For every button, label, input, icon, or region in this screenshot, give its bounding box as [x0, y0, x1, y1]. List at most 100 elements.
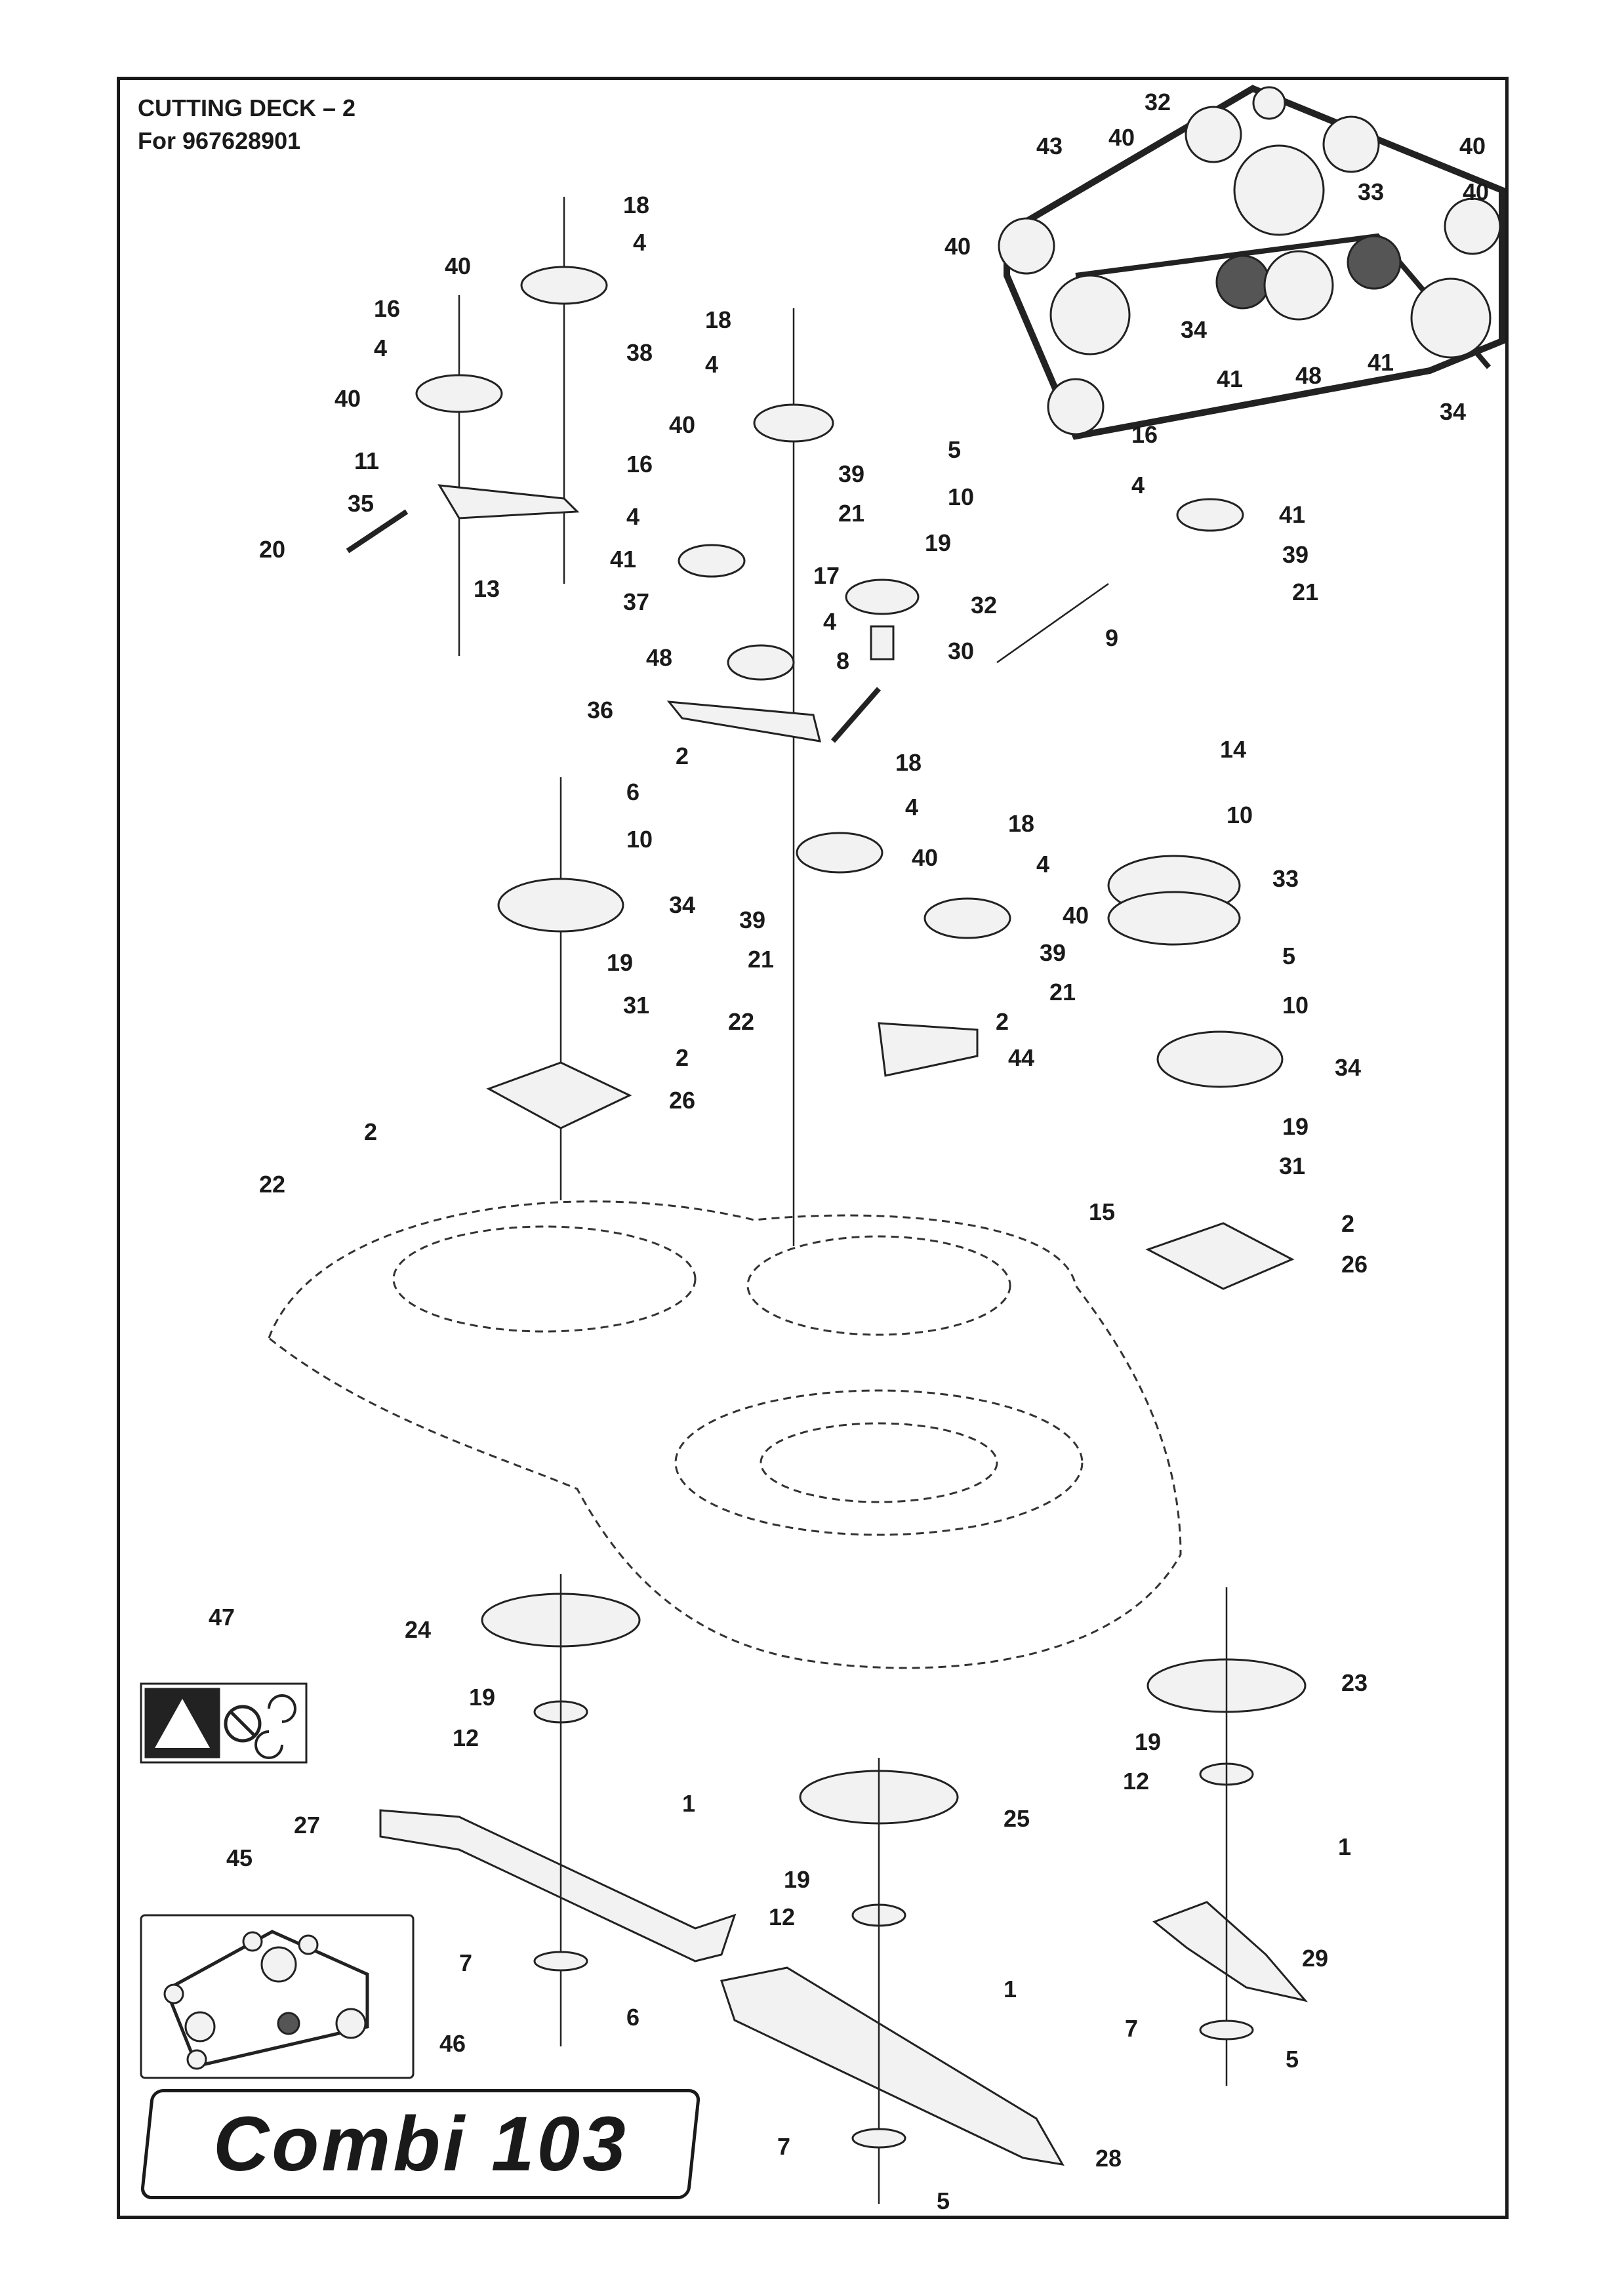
page-title: CUTTING DECK – 2 [138, 94, 356, 121]
callout-label: 4 [626, 503, 639, 530]
callout-label: 40 [944, 233, 971, 260]
callout-label: 39 [1040, 939, 1066, 966]
callout-label: 41 [610, 546, 636, 573]
callout-label: 31 [1279, 1152, 1305, 1179]
callout-label: 26 [1341, 1251, 1368, 1278]
callout-label: 25 [1004, 1805, 1030, 1832]
callout-label: 40 [1463, 178, 1489, 205]
callout-label: 27 [294, 1812, 320, 1838]
callout-label: 12 [769, 1903, 795, 1930]
callout-label: 21 [838, 500, 864, 527]
idler-pulley-40 [1322, 115, 1380, 173]
upper-idler-assembly [346, 197, 1244, 1246]
callout-label: 19 [469, 1684, 495, 1711]
callout-label: 33 [1272, 865, 1299, 892]
callout-label: 19 [607, 949, 633, 976]
callout-label: 16 [626, 451, 653, 477]
idler-pulley-40 [1444, 197, 1501, 255]
callout-label: 19 [1135, 1728, 1161, 1755]
callout-label: 5 [1282, 943, 1295, 969]
callout-label: 19 [925, 529, 951, 556]
callout-label: 37 [623, 588, 649, 615]
callout-label: 2 [364, 1118, 377, 1145]
pulley-34 [1410, 277, 1492, 359]
idler-pulley-40 [1047, 378, 1105, 436]
callout-label: 45 [226, 1844, 253, 1871]
callout-labels: 32 40 43 40 33 40 40 34 41 48 41 34 18 4… [209, 89, 1489, 2214]
callout-label: 10 [1227, 802, 1253, 828]
callout-label: 40 [1063, 902, 1089, 929]
callout-label: 21 [1292, 579, 1318, 605]
callout-label: 2 [676, 1044, 689, 1071]
callout-label: 18 [623, 192, 649, 218]
callout-label: 10 [1282, 992, 1309, 1019]
callout-label: 43 [1036, 132, 1063, 159]
callout-label: 4 [1131, 472, 1145, 498]
callout-label: 34 [1335, 1054, 1361, 1081]
callout-label: 5 [1286, 2046, 1299, 2073]
callout-label: 24 [405, 1616, 431, 1643]
callout-label: 41 [1217, 365, 1243, 392]
callout-label: 14 [1220, 736, 1246, 763]
callout-label: 6 [626, 779, 639, 805]
callout-label: 30 [948, 638, 974, 664]
belt-routing-inset [998, 85, 1505, 440]
callout-label: 17 [813, 562, 840, 589]
model-name: Combi 103 [213, 2101, 628, 2187]
callout-label: 21 [1049, 979, 1076, 1005]
callout-label: 4 [823, 608, 836, 635]
callout-label: 21 [748, 946, 774, 973]
callout-label: 12 [1123, 1768, 1149, 1795]
callout-label: 4 [633, 229, 646, 256]
blade-29 [1152, 1901, 1309, 2002]
callout-label: 5 [948, 436, 961, 463]
callout-label: 34 [669, 891, 695, 918]
idler-pulley-40 [1185, 106, 1242, 163]
callout-label: 4 [905, 794, 918, 821]
callout-label: 9 [1105, 624, 1118, 651]
callout-label: 6 [626, 2004, 639, 2031]
callout-label: 28 [1095, 2145, 1122, 2172]
model-badge: Combi 103 [140, 2089, 701, 2199]
idler-pulley-32 [1252, 86, 1286, 120]
callout-label: 32 [971, 592, 997, 619]
middle-pulleys [486, 777, 1295, 1290]
callout-label: 11 [354, 447, 379, 474]
callout-label: 1 [1338, 1833, 1351, 1860]
callout-label: 5 [937, 2187, 950, 2214]
callout-label: 40 [1108, 124, 1135, 151]
callout-label: 2 [1341, 1210, 1354, 1237]
callout-label: 7 [459, 1949, 472, 1976]
callout-label: 13 [474, 575, 500, 602]
drive-pulley-33 [1233, 144, 1325, 236]
blade-27 [379, 1809, 737, 1962]
callout-label: 2 [676, 742, 689, 769]
callout-label: 46 [439, 2030, 466, 2057]
callout-label: 48 [646, 644, 672, 671]
blade-28 [720, 1966, 1065, 2166]
callout-label: 4 [705, 351, 718, 378]
cutting-deck-housing [268, 1200, 1182, 1669]
callout-label: 19 [1282, 1113, 1309, 1140]
callout-label: 22 [259, 1171, 285, 1198]
pulley-41 [1215, 254, 1270, 310]
callout-label: 16 [374, 295, 400, 322]
warning-decal-47 [140, 1682, 308, 1764]
callout-label: 1 [682, 1790, 695, 1817]
callout-label: 31 [623, 992, 649, 1019]
callout-label: 4 [374, 335, 387, 361]
callout-label: 2 [996, 1008, 1009, 1035]
spindles-and-blades [379, 1574, 1309, 2204]
callout-label: 40 [912, 844, 938, 871]
callout-label: 40 [335, 385, 361, 412]
callout-label: 40 [669, 411, 695, 438]
drawing-frame [117, 77, 1509, 2219]
callout-label: 12 [453, 1724, 479, 1751]
callout-label: 23 [1341, 1669, 1368, 1696]
callout-label: 4 [1036, 851, 1049, 878]
callout-label: 32 [1145, 89, 1171, 115]
callout-label: 29 [1302, 1945, 1328, 1972]
callout-label: 15 [1089, 1198, 1115, 1225]
callout-label: 34 [1440, 398, 1466, 425]
belt-decal-45 [140, 1914, 415, 2079]
